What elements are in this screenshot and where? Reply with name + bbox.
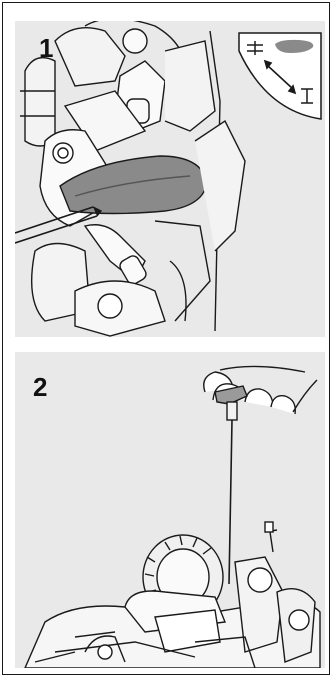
step-number: 1 (39, 35, 53, 61)
step-number: 2 (33, 374, 47, 400)
step-2-illustration (15, 352, 325, 668)
step-1-panel: 1 (15, 21, 325, 337)
adjustment-callout-icon (237, 31, 323, 121)
instruction-frame: 1 (2, 2, 330, 675)
step-2-panel: 2 (15, 352, 325, 668)
